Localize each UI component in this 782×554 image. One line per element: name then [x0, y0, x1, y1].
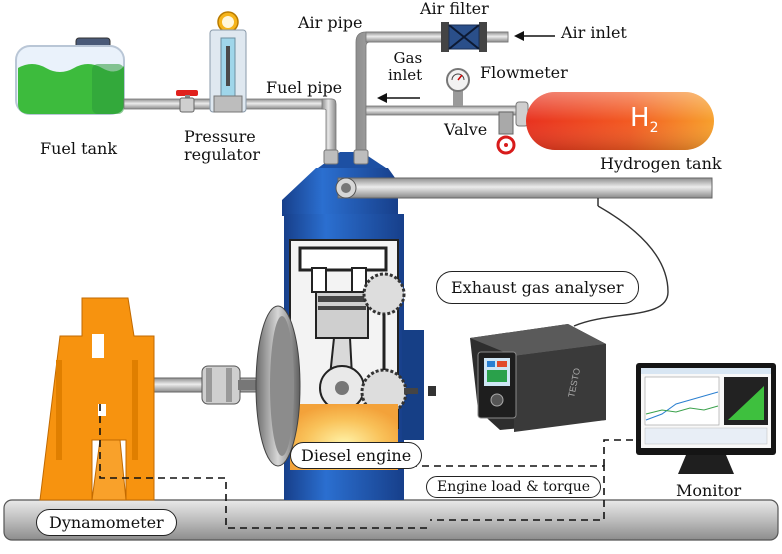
fuel-tank-icon: [15, 37, 125, 115]
h2-label: H2: [630, 103, 659, 137]
shaft-coupling-icon: [149, 365, 291, 405]
flywheel-icon: [255, 305, 436, 467]
exhaust-analyser-icon: TESTO: [470, 324, 606, 432]
air-pipe-label: Air pipe: [298, 13, 363, 32]
gas-inlet-arrow: [377, 93, 420, 103]
valve-label: Valve: [444, 120, 488, 139]
gas-pipe: [365, 105, 519, 116]
monitor-icon: [636, 363, 776, 474]
fuel-valve-icon: [176, 90, 198, 113]
sampling-cable: [573, 205, 669, 327]
diesel-engine-label: Diesel engine: [290, 442, 423, 469]
dynamometer-label: Dynamometer: [36, 509, 177, 536]
hydrogen-tank-label: Hydrogen tank: [600, 154, 722, 173]
gas-inlet-label: Gas inlet: [388, 49, 423, 85]
air-pipe: [355, 31, 509, 159]
hydrogen-tank-icon: [515, 92, 714, 150]
signal-line-engine: [398, 439, 640, 521]
pressure-regulator-icon: [209, 11, 247, 113]
flowmeter-label: Flowmeter: [480, 63, 568, 82]
engine-load-torque-label: Engine load & torque: [426, 476, 602, 498]
exhaust-gas-analyser-label: Exhaust gas analyser: [436, 271, 639, 304]
flowmeter-icon: [446, 68, 470, 106]
air-inlet-arrow: [514, 31, 555, 41]
exhaust-pipe: [335, 177, 713, 206]
air-filter-icon: [441, 22, 487, 52]
air-inlet-label: Air inlet: [561, 23, 627, 42]
pressure-regulator-label: Pressure regulator: [184, 127, 261, 165]
h2-symbol: H: [630, 103, 650, 133]
monitor-label: Monitor: [676, 481, 742, 500]
valve-icon: [496, 111, 516, 155]
fuel-pipe-label: Fuel pipe: [266, 78, 343, 97]
dynamometer-icon: [39, 297, 155, 501]
fuel-tank-label: Fuel tank: [40, 139, 118, 158]
signal-line-dynamometer: [99, 404, 428, 529]
h2-subscript: 2: [649, 120, 659, 137]
air-filter-label: Air filter: [420, 0, 489, 18]
